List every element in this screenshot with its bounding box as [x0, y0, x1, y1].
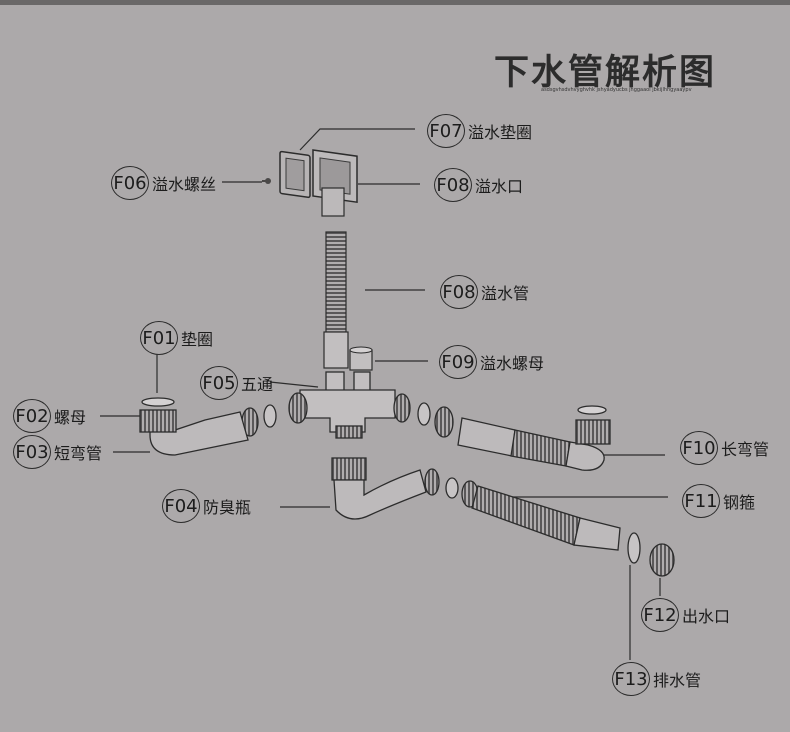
- callout-code: F08: [440, 275, 478, 309]
- callout-trap-bottle: F04 防臭瓶: [162, 489, 251, 523]
- callout-label: 溢水螺丝: [152, 175, 217, 194]
- five-way-connector-part: [299, 371, 396, 439]
- callout-short-bend: F03 短弯管: [13, 435, 102, 469]
- overflow-corrugated-pipe: [325, 231, 347, 333]
- callout-label: 螺母: [54, 408, 87, 427]
- callout-code: F01: [140, 321, 178, 355]
- callout-label: 溢水螺母: [480, 354, 545, 373]
- callout-label: 长弯管: [721, 440, 770, 459]
- callout-steel-clamp: F11 钢箍: [682, 484, 755, 518]
- callout-label: 出水口: [682, 607, 731, 626]
- overflow-pipe-end: [323, 331, 349, 369]
- callout-code: F05: [200, 366, 238, 400]
- callout-label: 溢水口: [475, 177, 524, 196]
- callout-label: 溢水垫圈: [468, 123, 533, 142]
- callout-label: 垫圈: [181, 330, 214, 349]
- callout-overflow-screw: F06 溢水螺丝: [111, 166, 216, 200]
- overflow-screw-part: [262, 178, 271, 184]
- callout-code: F08: [434, 168, 472, 202]
- page-subtitle: asdsgvhsdvhvyghvhk jshyadyucbs jhggaaol …: [541, 87, 692, 93]
- callout-five-way: F05 五通: [200, 366, 273, 400]
- callout-code: F07: [427, 114, 465, 148]
- callout-code: F12: [641, 598, 679, 632]
- overflow-gasket-part: [279, 150, 311, 199]
- callout-overflow-nut: F09 溢水螺母: [439, 345, 544, 379]
- callout-drain-pipe: F13 排水管: [612, 662, 701, 696]
- callout-label: 钢箍: [723, 493, 756, 512]
- callout-code: F04: [162, 489, 200, 523]
- callout-gasket: F01 垫圈: [140, 321, 213, 355]
- callout-code: F02: [13, 399, 51, 433]
- overflow-nut-part: [349, 346, 373, 371]
- callout-label: 短弯管: [54, 444, 103, 463]
- callout-label: 溢水管: [481, 284, 530, 303]
- right-pipe-parts: [393, 393, 611, 471]
- callout-code: F09: [439, 345, 477, 379]
- leader-lines: [100, 128, 668, 660]
- top-border: [0, 0, 790, 5]
- callout-long-bend: F10 长弯管: [680, 431, 769, 465]
- callout-overflow-outlet: F08 溢水口: [434, 168, 523, 202]
- callout-label: 排水管: [653, 671, 702, 690]
- callout-code: F13: [612, 662, 650, 696]
- callout-label: 防臭瓶: [203, 498, 252, 517]
- callout-outlet: F12 出水口: [641, 598, 730, 632]
- callout-nut: F02 螺母: [13, 399, 86, 433]
- callout-overflow-pipe: F08 溢水管: [440, 275, 529, 309]
- left-pipe-parts: [139, 392, 308, 456]
- callout-overflow-gasket: F07 溢水垫圈: [427, 114, 532, 148]
- drain-pipe-part: [461, 480, 675, 577]
- callout-code: F06: [111, 166, 149, 200]
- page-title: 下水管解析图: [494, 53, 717, 93]
- overflow-outlet-part: [312, 149, 358, 217]
- callout-code: F11: [682, 484, 720, 518]
- trap-bottle-part: [331, 457, 459, 520]
- callout-code: F10: [680, 431, 718, 465]
- callout-code: F03: [13, 435, 51, 469]
- callout-label: 五通: [241, 375, 274, 394]
